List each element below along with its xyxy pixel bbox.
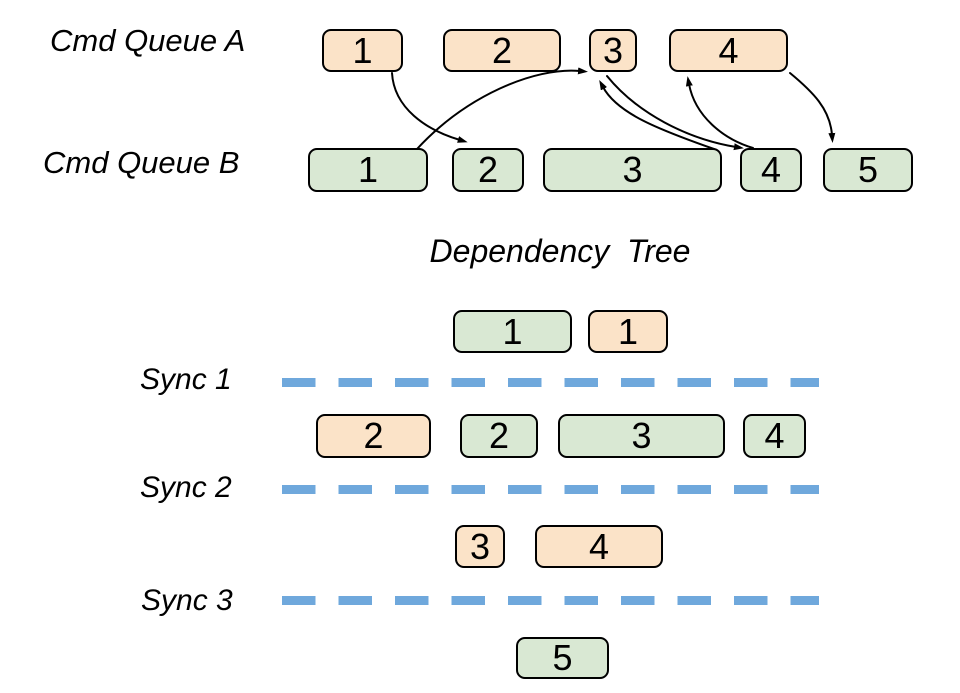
- tree-row2-box-b2: 2: [460, 414, 538, 458]
- tree-row1-box-b1: 1: [453, 310, 572, 353]
- sync-1-label: Sync 1: [140, 363, 232, 396]
- queue-a-box-3: 3: [589, 29, 637, 72]
- queue-b-box-1: 1: [308, 148, 428, 192]
- queue-a-box-2: 2: [443, 29, 561, 72]
- dependency-tree-title: Dependency Tree: [429, 233, 691, 269]
- queue-b-box-5: 5: [823, 148, 913, 192]
- arrow-b1-to-a3: [416, 67, 588, 150]
- arrow-a3-to-b4: [606, 75, 744, 151]
- tree-row4-box-b5: 5: [516, 637, 609, 679]
- arrow-b3-to-a3: [599, 79, 715, 150]
- queue-a-label: Cmd Queue A: [50, 23, 246, 58]
- sync-3-label: Sync 3: [141, 584, 233, 617]
- tree-row2-box-b4: 4: [743, 414, 806, 458]
- tree-row3-box-a4: 4: [535, 525, 663, 568]
- arrow-a4-to-b5: [789, 72, 836, 143]
- sync-2-label: Sync 2: [140, 471, 232, 504]
- queue-b-box-4: 4: [740, 148, 802, 192]
- tree-row1-box-a1: 1: [588, 310, 668, 353]
- queue-a-box-4: 4: [669, 29, 788, 72]
- queue-b-label: Cmd Queue B: [43, 145, 240, 180]
- queue-a-box-1: 1: [322, 29, 403, 72]
- tree-row2-box-b3: 3: [558, 414, 725, 458]
- arrow-a1-to-b2: [391, 72, 468, 143]
- tree-row3-box-a3: 3: [455, 525, 505, 568]
- queue-b-box-3: 3: [543, 148, 722, 192]
- arrow-b4-to-a4: [685, 76, 754, 149]
- tree-row2-box-a2: 2: [316, 414, 431, 458]
- queue-b-box-2: 2: [452, 148, 524, 192]
